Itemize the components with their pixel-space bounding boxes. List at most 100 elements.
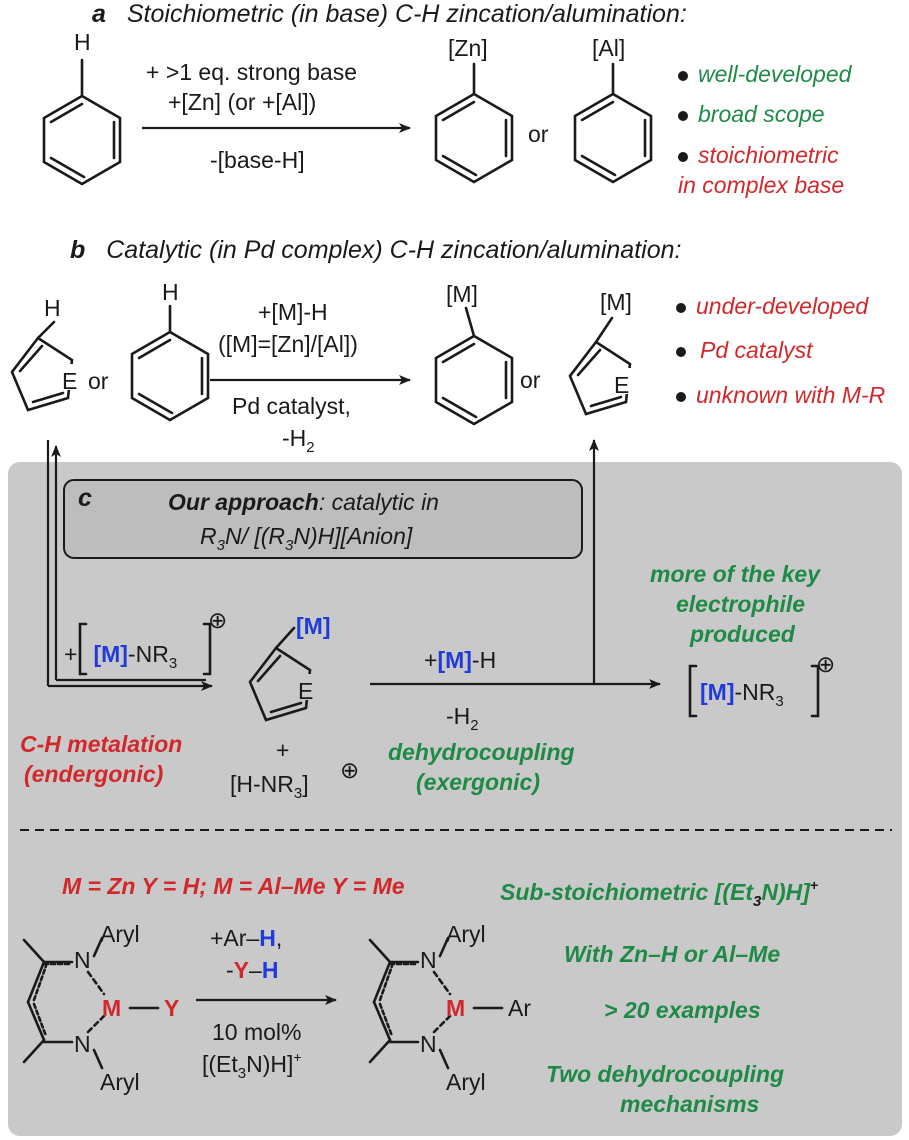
benzene-h-label: H bbox=[162, 279, 179, 305]
arrow-b-top-line2: ([M]=[Zn]/[Al]) bbox=[218, 331, 358, 357]
reagent-charge: ⊕ bbox=[208, 607, 227, 633]
svg-text:a Stoichiometric (in bas: a Stoichiometric (in base) C-H zincation… bbox=[92, 0, 687, 28]
bullet-dot bbox=[678, 71, 688, 81]
approach-box bbox=[63, 479, 583, 559]
reagent-m: [M] bbox=[93, 641, 127, 667]
key-text-2: electrophile bbox=[676, 591, 805, 617]
dehydro-label-2: (exergonic) bbox=[416, 769, 540, 795]
n-atom-bottom-product: N bbox=[420, 1031, 437, 1057]
intermediate-e-label: E bbox=[298, 678, 313, 704]
arrow-bottom-mol: 10 mol% bbox=[212, 1019, 301, 1045]
heteroarene-reactant: H E bbox=[10, 295, 82, 412]
zinc-arene-product: [Zn] bbox=[434, 35, 514, 184]
metal-heteroarene-product: [M] E bbox=[568, 289, 634, 416]
arrow-bottom-y: Y bbox=[234, 957, 249, 983]
intermediate-m-label: [M] bbox=[296, 613, 330, 639]
bullet-dot bbox=[676, 303, 686, 313]
metal-arene-product: [M] bbox=[434, 281, 514, 426]
metalation-label-2: (endergonic) bbox=[24, 761, 163, 787]
m-atom-product: M bbox=[446, 995, 465, 1021]
bullet-pd-catalyst: Pd catalyst bbox=[700, 337, 814, 363]
intermediate-heteroarene: [M] E bbox=[248, 613, 330, 722]
product-m: [M] bbox=[700, 679, 734, 705]
feature-two-mechanisms-1: Two dehydrocoupling bbox=[546, 1061, 784, 1087]
or-text-a: or bbox=[528, 121, 549, 147]
y-atom: Y bbox=[164, 995, 179, 1021]
bullet-unknown-m-r: unknown with M-R bbox=[696, 382, 885, 408]
panel-b-letter: b bbox=[70, 236, 85, 264]
m-label-arene: [M] bbox=[446, 281, 478, 307]
byproduct-hnr: [H-NR bbox=[230, 771, 294, 797]
byproduct-charge: ⊕ bbox=[340, 757, 359, 783]
reagent-nr: -NR bbox=[128, 641, 169, 667]
arrow-bottom-cat: [(Et bbox=[202, 1051, 238, 1077]
m-definition: M = Zn Y = H; M = Al–Me Y = Me bbox=[62, 873, 405, 899]
step2-minus-h: -H bbox=[446, 703, 470, 729]
n-atom-bottom: N bbox=[74, 1031, 91, 1057]
bullet-stoichiometric: stoichiometric bbox=[698, 142, 839, 168]
panel-c-background bbox=[8, 462, 902, 1136]
key-text-1: more of the key bbox=[650, 561, 821, 587]
zn-label: [Zn] bbox=[448, 35, 488, 61]
or-text-b1: or bbox=[88, 368, 109, 394]
hetero-e-label: E bbox=[62, 368, 77, 394]
panel-b-title: Catalytic (in Pd complex) C-H zincation/… bbox=[106, 236, 681, 264]
aryl-top: Aryl bbox=[100, 921, 140, 947]
bottom-section: M = Zn Y = H; M = Al–Me Y = Me N N Aryl … bbox=[22, 873, 818, 1117]
svg-text:-H2: -H2 bbox=[282, 425, 315, 456]
ar-label: Ar bbox=[508, 995, 531, 1021]
svg-text:[(Et3N)H]+: [(Et3N)H]+ bbox=[202, 1049, 302, 1082]
svg-text:Our approach: catalytic in: Our approach: catalytic in bbox=[168, 489, 439, 515]
arrow-b-bottom-line1: Pd catalyst, bbox=[232, 393, 351, 419]
product-nr: -NR bbox=[734, 679, 775, 705]
n-atom-top: N bbox=[74, 947, 91, 973]
bullet-in-complex-base: in complex base bbox=[678, 172, 844, 198]
feature-examples: > 20 examples bbox=[604, 997, 761, 1023]
svg-text:[M]-NR3: [M]-NR3 bbox=[700, 679, 784, 710]
nacnac-complex-product: N N Aryl Aryl M Ar bbox=[368, 921, 531, 1095]
aluminium-arene-product: [Al] bbox=[573, 35, 653, 184]
arrow-a-bottom: -[base-H] bbox=[210, 147, 305, 173]
al-label: [Al] bbox=[592, 35, 625, 61]
m-atom-reactant: M bbox=[102, 995, 121, 1021]
svg-text:+[M]-NR3: +[M]-NR3 bbox=[64, 641, 177, 672]
nacnac-complex-reactant: N N Aryl Aryl M Y bbox=[22, 921, 179, 1095]
feature-zn-al: With Zn–H or Al–Me bbox=[564, 941, 780, 967]
bullet-dot bbox=[676, 347, 686, 357]
m-label-hetero: [M] bbox=[600, 289, 632, 315]
hetero-e-product: E bbox=[614, 372, 629, 398]
benzene-reactant: H bbox=[42, 29, 122, 186]
metalation-label-1: C-H metalation bbox=[20, 731, 182, 757]
plus-sign: + bbox=[276, 737, 289, 763]
bullet-under-developed: under-developed bbox=[696, 293, 869, 319]
feature-two-mechanisms-2: mechanisms bbox=[620, 1091, 759, 1117]
arrow-b-bottom-line2: -H bbox=[282, 425, 306, 451]
aryl-top-product: Aryl bbox=[446, 921, 486, 947]
arrow-bottom-h2: H bbox=[262, 957, 279, 983]
aryl-bottom: Aryl bbox=[100, 1069, 140, 1095]
svg-text:+Ar–H,: +Ar–H, bbox=[210, 925, 282, 951]
svg-text:-Y–H: -Y–H bbox=[226, 957, 278, 983]
bullet-broad-scope: broad scope bbox=[698, 101, 825, 127]
svg-text:-H2: -H2 bbox=[446, 703, 479, 734]
step2-plus: + bbox=[424, 647, 437, 673]
panel-a: a Stoichiometric (in base) C-H zincation… bbox=[42, 0, 853, 198]
n-atom-top-product: N bbox=[420, 947, 437, 973]
bullet-well-developed: well-developed bbox=[698, 61, 853, 87]
bullet-dot bbox=[678, 111, 688, 121]
svg-text:b Catalytic (in Pd compl: b Catalytic (in Pd complex) C-H zincatio… bbox=[70, 236, 681, 264]
panel-b: b Catalytic (in Pd complex) C-H zincatio… bbox=[10, 236, 885, 456]
arrow-a-top-line1: + >1 eq. strong base bbox=[146, 59, 357, 85]
feature-sub-stoichiometric: Sub-stoichiometric [(Et bbox=[500, 879, 754, 905]
step2-h: -H bbox=[472, 647, 496, 673]
approach-line2: R3N/ [(R3N)H][Anion] bbox=[200, 523, 413, 554]
svg-text:[H-NR3]: [H-NR3] bbox=[230, 771, 309, 802]
key-text-3: produced bbox=[689, 621, 796, 647]
dehydro-label-1: dehydrocoupling bbox=[388, 739, 575, 765]
approach-rest: : catalytic in bbox=[319, 489, 439, 515]
aryl-bottom-product: Aryl bbox=[446, 1069, 486, 1095]
panel-a-title: Stoichiometric (in base) C-H zincation/a… bbox=[127, 0, 687, 28]
reagent-plus: + bbox=[64, 641, 77, 667]
bullet-dot bbox=[678, 152, 688, 162]
